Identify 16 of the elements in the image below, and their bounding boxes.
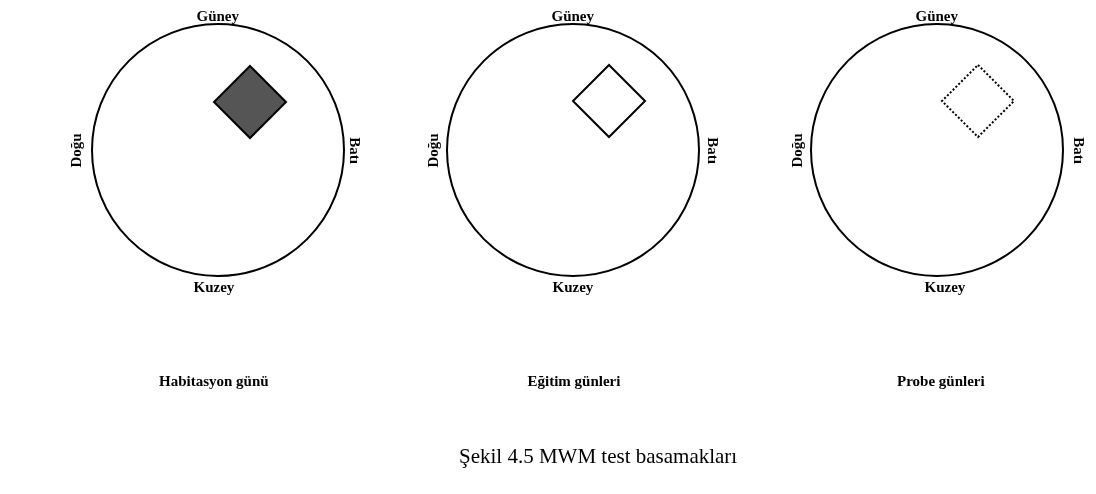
direction-label: Kuzey [193,278,235,296]
figure-caption: Şekil 4.5 MWM test basamakları [459,444,738,469]
panel-caption: Probe günleri [897,372,985,390]
direction-label: Doğu [788,132,806,168]
direction-label: Batı [345,136,363,164]
direction-label: Güney [551,7,594,25]
panel-caption: Habitasyon günü [159,372,269,390]
direction-label: Güney [915,7,958,25]
panel-caption: Eğitim günleri [527,372,621,390]
direction-label: Batı [1069,136,1087,164]
direction-label: Doğu [67,132,85,168]
direction-label: Güney [196,7,239,25]
direction-label: Doğu [424,132,442,168]
direction-label: Batı [703,136,721,164]
direction-label: Kuzey [924,278,966,296]
direction-label: Kuzey [552,278,594,296]
